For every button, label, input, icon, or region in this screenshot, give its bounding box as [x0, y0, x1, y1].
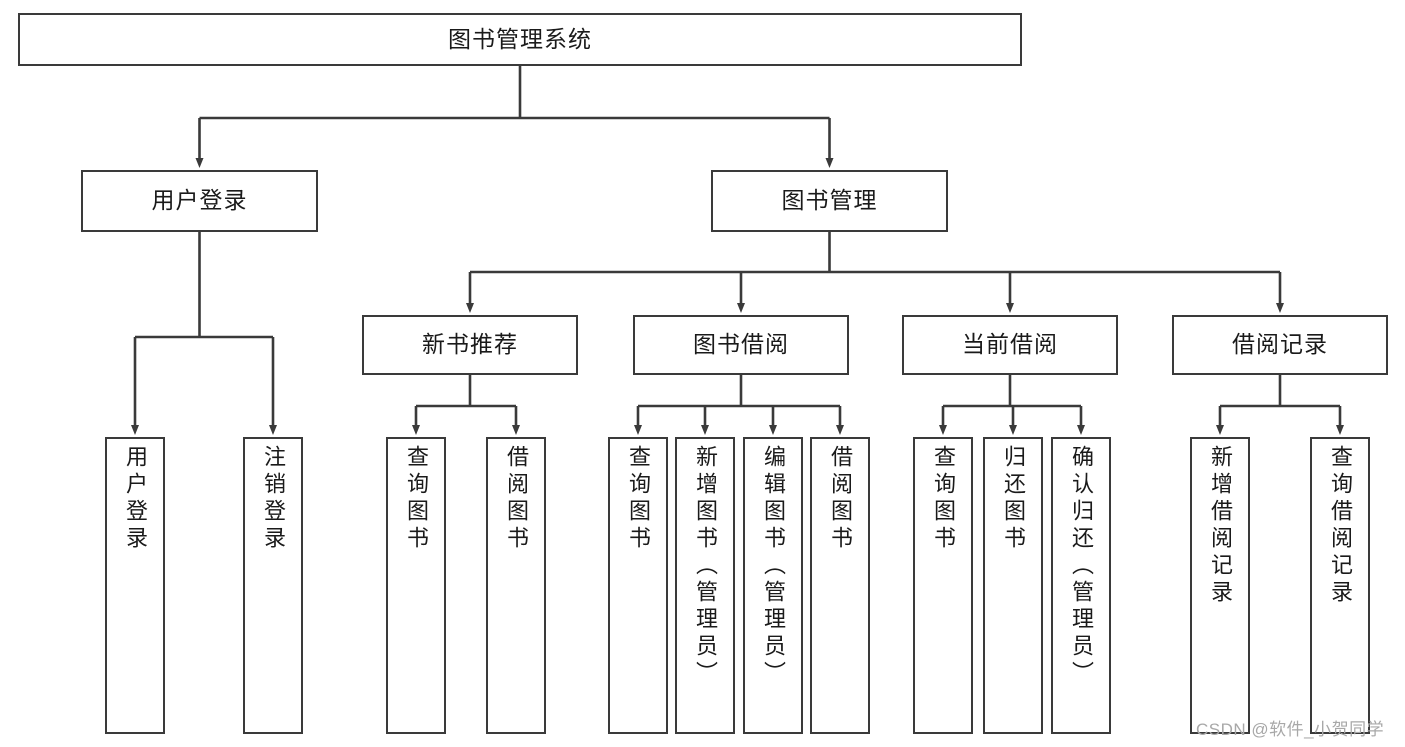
node-leaf-confirm-return[interactable]: 确认归还（管理员） — [1051, 437, 1111, 734]
node-label: 新书推荐 — [422, 331, 518, 358]
node-user-login[interactable]: 用户登录 — [81, 170, 318, 232]
node-label: 借阅记录 — [1232, 331, 1328, 358]
node-label: 用户登录 — [123, 445, 148, 553]
csdn-watermark: CSDN @软件_小贺同学 — [1196, 720, 1385, 739]
node-current-borrow[interactable]: 当前借阅 — [902, 315, 1118, 375]
node-label: 归还图书 — [1001, 445, 1026, 553]
node-leaf-query-book-cb[interactable]: 查询图书 — [913, 437, 973, 734]
node-label: 借阅图书 — [504, 445, 529, 553]
node-label: 查询图书 — [404, 445, 429, 553]
edge-bus — [943, 375, 1081, 408]
node-label: 新增图书（管理员） — [693, 445, 718, 688]
node-label: 图书借阅 — [693, 331, 789, 358]
node-label: 用户登录 — [151, 187, 248, 214]
node-label: 注销登录 — [261, 445, 286, 553]
edge-bus — [135, 232, 273, 339]
edge-bus — [199, 66, 830, 120]
node-book-manage[interactable]: 图书管理 — [711, 170, 948, 232]
node-leaf-return-book[interactable]: 归还图书 — [983, 437, 1043, 734]
root-node[interactable]: 图书管理系统 — [18, 13, 1022, 66]
edge-bus — [470, 232, 1280, 274]
edge-bus — [416, 375, 516, 408]
node-label: 编辑图书（管理员） — [761, 445, 786, 688]
node-leaf-borrow-book-bw[interactable]: 借阅图书 — [810, 437, 870, 734]
node-label: 借阅图书 — [828, 445, 853, 553]
node-leaf-user-logout[interactable]: 注销登录 — [243, 437, 303, 734]
node-leaf-query-book-rec[interactable]: 查询图书 — [386, 437, 446, 734]
node-label: 确认归还（管理员） — [1069, 445, 1094, 688]
edge-bus — [638, 375, 840, 408]
node-label: 当前借阅 — [962, 331, 1058, 358]
node-book-borrow[interactable]: 图书借阅 — [633, 315, 849, 375]
node-leaf-query-record[interactable]: 查询借阅记录 — [1310, 437, 1370, 734]
node-leaf-add-book[interactable]: 新增图书（管理员） — [675, 437, 735, 734]
node-leaf-user-login[interactable]: 用户登录 — [105, 437, 165, 734]
node-label: 图书管理 — [781, 187, 878, 214]
node-label: 新增借阅记录 — [1208, 445, 1233, 607]
node-label: 图书管理系统 — [448, 25, 592, 52]
node-label: 查询图书 — [931, 445, 956, 553]
node-leaf-query-book-bw[interactable]: 查询图书 — [608, 437, 668, 734]
node-leaf-add-record[interactable]: 新增借阅记录 — [1190, 437, 1250, 734]
node-new-book-rec[interactable]: 新书推荐 — [362, 315, 578, 375]
edge-bus — [1220, 375, 1340, 408]
node-borrow-record[interactable]: 借阅记录 — [1172, 315, 1388, 375]
node-label: 查询借阅记录 — [1328, 445, 1353, 607]
node-label: 查询图书 — [626, 445, 651, 553]
node-leaf-edit-book[interactable]: 编辑图书（管理员） — [743, 437, 803, 734]
node-leaf-borrow-book-rec[interactable]: 借阅图书 — [486, 437, 546, 734]
